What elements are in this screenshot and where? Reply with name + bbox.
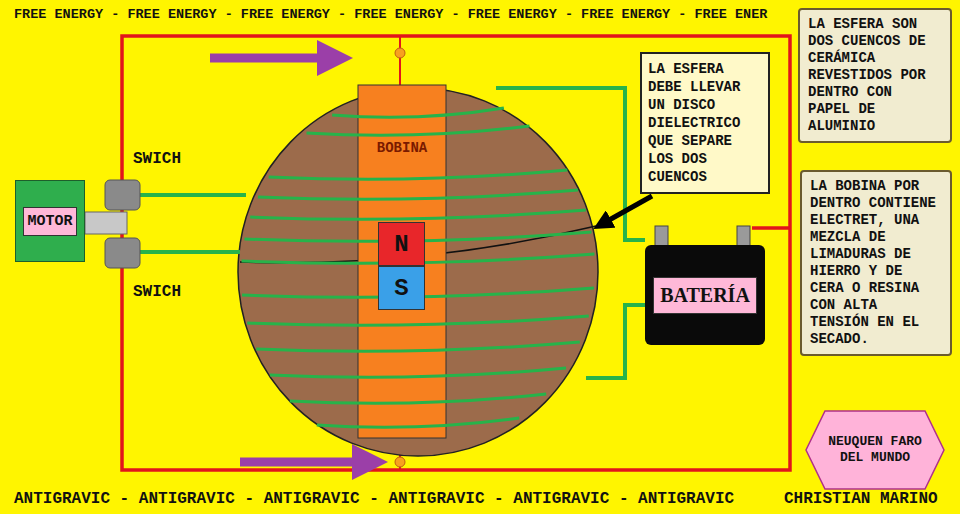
flow-arrow [210,54,335,63]
magnet-north: N [378,222,425,266]
winding [307,126,530,135]
author-name: CHRISTIAN MARINO [784,490,938,508]
winding [317,418,519,427]
winding [250,210,586,219]
winding [332,108,504,117]
banner-text: ANTIGRAVIC - ANTIGRAVIC - ANTIGRAVIC - A… [14,490,734,508]
switch-block [105,180,140,210]
winding [270,368,566,377]
node-text: N [394,231,408,258]
banner-text: FREE ENERGY - FREE ENERGY - FREE ENERGY … [14,7,767,22]
coil-lead [399,36,401,85]
red-wire [752,226,790,230]
green-wire [586,305,645,378]
node-text: MOTOR [23,207,76,236]
node-text: LA ESFERA DEBE LLEVAR UN DISCO DIELECTRI… [648,60,762,186]
battery-terminal [737,226,750,246]
green-wire [140,250,240,254]
note-box: LA ESFERA SON DOS CUENCOS DE CERÁMICA RE… [798,8,952,143]
battery-terminal [655,226,668,246]
battery: BATERÍA [645,245,765,345]
coil: BOBINA NS [358,85,446,438]
coil-windings [242,108,595,427]
switch-block [105,238,140,268]
node-text: LA ESFERA SON DOS CUENCOS DE CERÁMICA RE… [808,16,942,135]
winding [256,342,580,351]
green-wire [140,193,246,197]
hexagon-badge: NEUQUEN FARO DEL MUNDO [805,410,945,490]
callout-box: LA ESFERA DEBE LLEVAR UN DISCO DIELECTRI… [640,52,770,194]
winding [247,316,589,325]
node-text: LA BOBINA POR DENTRO CONTIENE ELECTRET, … [810,178,942,348]
switch-label: SWICH [133,283,181,301]
magnet-south: S [378,266,425,310]
coil-terminal [395,457,405,467]
note-box: LA BOBINA POR DENTRO CONTIENE ELECTRET, … [800,170,952,356]
winding [269,170,568,179]
winding [258,190,578,199]
green-wire [496,88,645,240]
switch-label: SWICH [133,150,181,168]
motor-box: MOTOR [15,180,85,262]
red-wire [122,36,790,470]
node-text: S [394,275,408,302]
node-text: BATERÍA [653,277,757,314]
node-text: BOBINA [358,140,446,156]
motor-shaft [85,212,127,234]
flow-arrow [240,458,370,467]
winding [290,394,546,403]
node-text: NEUQUEN FARO DEL MUNDO [827,434,923,466]
callout-arrow [602,196,652,224]
coil-terminal [395,48,405,58]
